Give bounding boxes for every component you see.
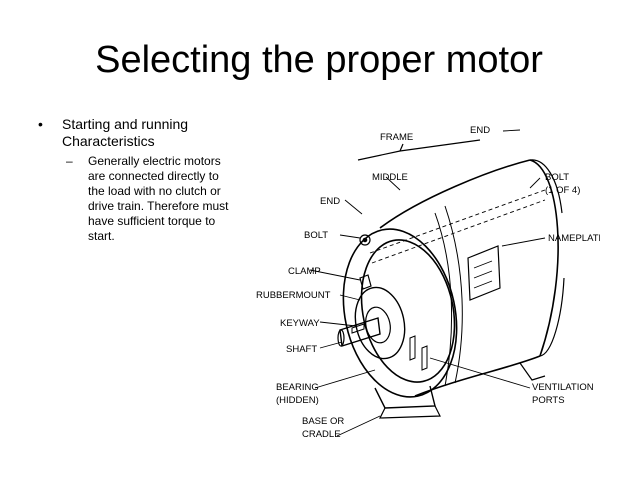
label-bolt-right: BOLT [545, 172, 569, 183]
label-clamp: CLAMP [288, 266, 321, 277]
label-keyway: KEYWAY [280, 318, 320, 329]
label-ventilation: VENTILATION [532, 382, 594, 393]
slide-title: Selecting the proper motor [95, 39, 543, 81]
label-end-left: END [320, 196, 340, 207]
label-hidden: (HIDDEN) [276, 395, 319, 406]
label-cradle: CRADLE [302, 429, 341, 440]
label-bearing: BEARING [276, 382, 319, 393]
motor-drawing [337, 139, 565, 419]
motor-diagram: FRAME END MIDDLE END BOLT (1 OF 4) BOLT … [256, 125, 600, 440]
label-bolt-left: BOLT [304, 230, 328, 241]
label-bolt-count: (1 OF 4) [545, 185, 580, 196]
label-shaft: SHAFT [286, 344, 317, 355]
label-frame: FRAME [380, 132, 413, 143]
bullet-marker: • [38, 116, 43, 132]
bullet-text: Starting and running Characteristics [62, 116, 189, 149]
label-rubbermount: RUBBERMOUNT [256, 290, 331, 301]
label-base-or: BASE OR [302, 416, 344, 427]
sub-bullet-marker: – [66, 154, 73, 168]
sub-bullet-text: Generally electric motors are connected … [88, 154, 229, 243]
leader-lines [309, 129, 546, 437]
label-end-top: END [470, 125, 490, 136]
label-nameplate: NAMEPLATE [548, 233, 600, 244]
label-middle: MIDDLE [372, 172, 408, 183]
label-ports: PORTS [532, 395, 565, 406]
